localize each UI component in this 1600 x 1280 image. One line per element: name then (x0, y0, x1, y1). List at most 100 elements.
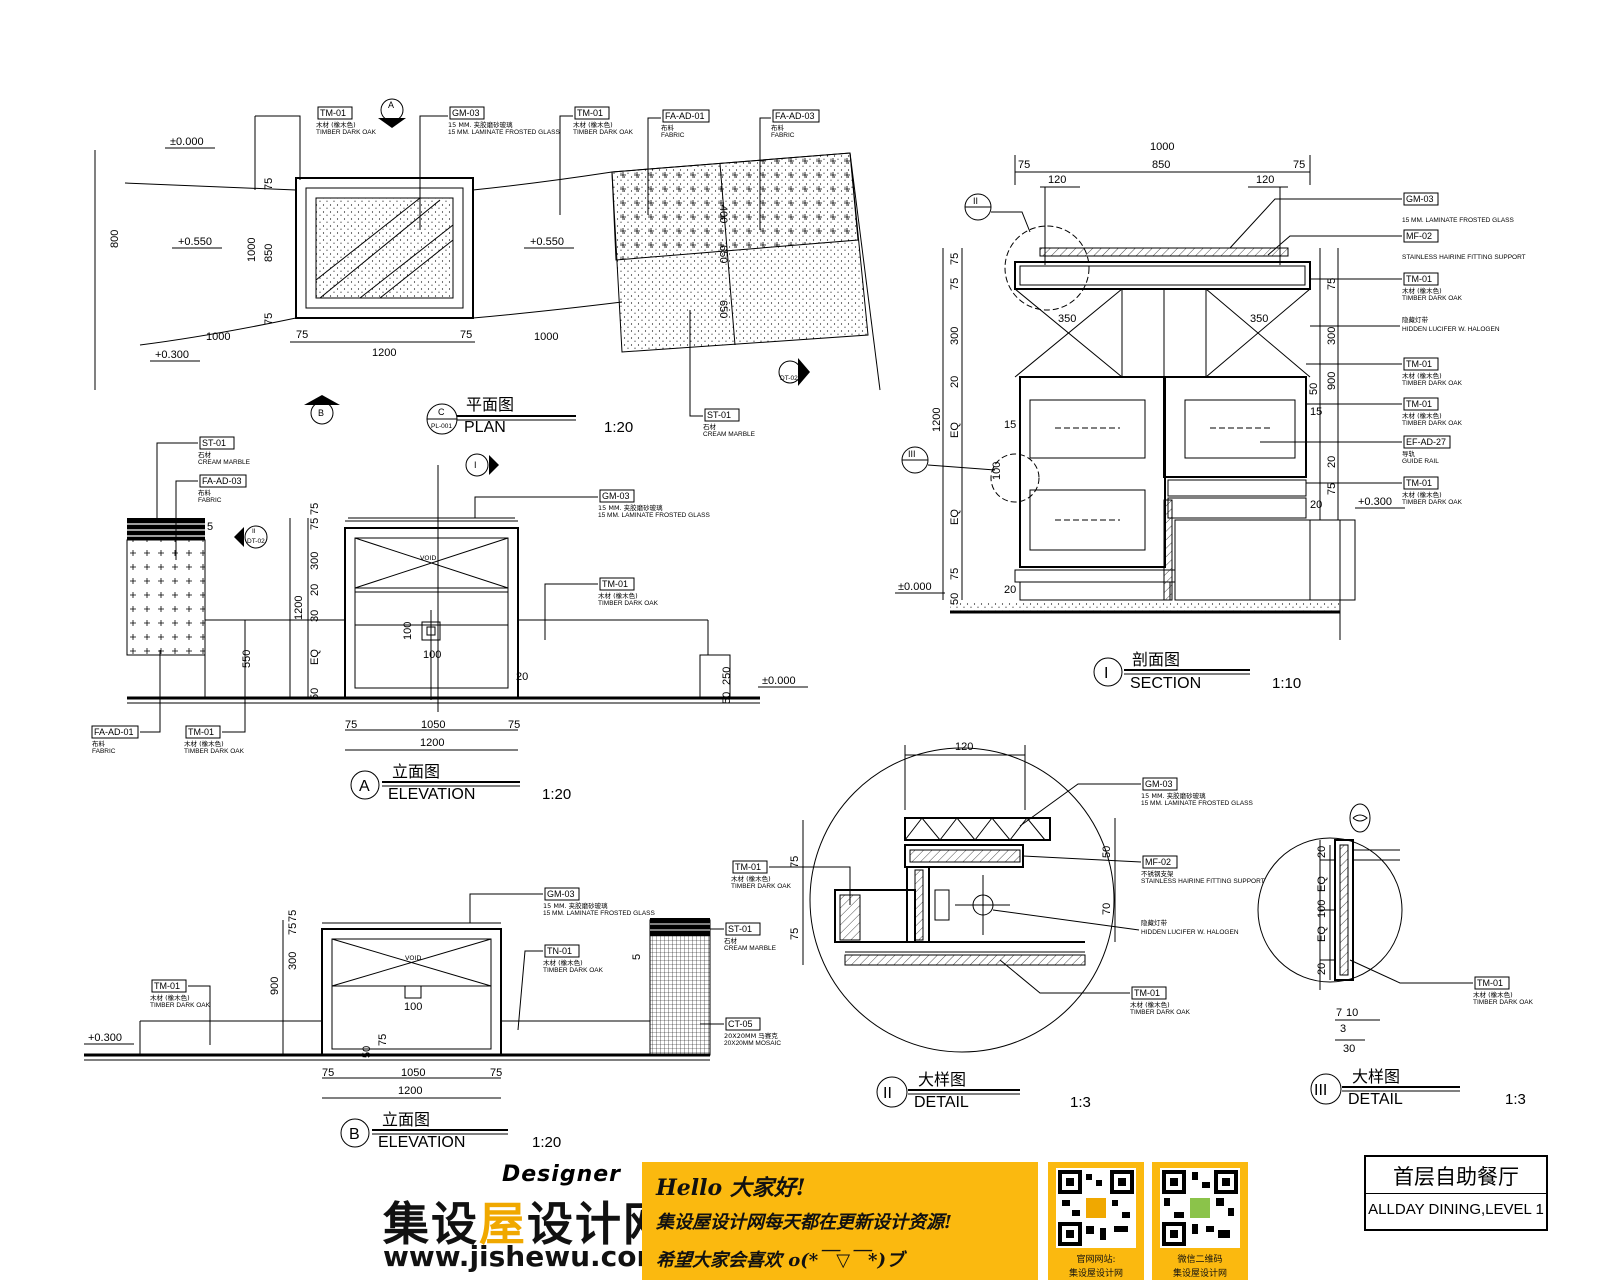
svg-text:5: 5 (631, 954, 643, 960)
svg-text:TM-01: TM-01 (735, 862, 761, 872)
svg-text:EQ: EQ (949, 422, 961, 438)
svg-text:900: 900 (269, 977, 281, 995)
plan-level-3: +0.550 (530, 236, 564, 248)
svg-text:TM-01: TM-01 (1406, 399, 1432, 409)
detail-ii-view: 120 75 75 50 70 GM-03 15 MM. 夹胶磨砂玻璃 15 M… (731, 741, 1265, 1111)
svg-text:SECTION: SECTION (1130, 675, 1201, 692)
elev-b-level: +0.300 (88, 1032, 122, 1044)
svg-text:TIMBER DARK OAK: TIMBER DARK OAK (1402, 420, 1463, 427)
plan-dim-1000a: 1000 (206, 331, 230, 343)
svg-text:GM-03: GM-03 (1145, 779, 1173, 789)
section-callout-tm01-d: TM-01 木材 (橡木色) TIMBER DARK OAK (1306, 476, 1463, 506)
section-view: 1000 75 850 75 120 120 350 350 (895, 141, 1526, 692)
title-block: 首层自助餐厅 ALLDAY DINING,LEVEL 1 (1364, 1155, 1548, 1231)
svg-text:木材 (橡木色): 木材 (橡木色) (1402, 286, 1442, 295)
svg-text:STAINLESS HAIRINE FITTING SUPP: STAINLESS HAIRINE FITTING SUPPORT (1402, 254, 1526, 261)
svg-text:75: 75 (508, 719, 520, 731)
plan-dim-1000b: 1000 (246, 238, 258, 262)
detail-ii-callout-light: 隐藏灯带 HIDDEN LUCIFER W. HALOGEN (992, 909, 1239, 936)
svg-text:DT-02: DT-02 (780, 375, 798, 382)
plan-callout-st01: ST-01 石材 CREAM MARBLE (689, 310, 756, 438)
svg-text:立面图: 立面图 (392, 762, 440, 781)
svg-text:1000: 1000 (1150, 141, 1174, 153)
title-block-cn: 首层自助餐厅 (1393, 1165, 1519, 1189)
svg-text:100: 100 (402, 622, 414, 640)
svg-text:TM-01: TM-01 (320, 108, 346, 118)
svg-text:石材: 石材 (724, 936, 738, 945)
svg-text:GM-03: GM-03 (1406, 194, 1434, 204)
plan-dim-850: 850 (263, 244, 275, 262)
svg-text:20: 20 (1326, 456, 1338, 468)
svg-text:350: 350 (1250, 313, 1268, 325)
svg-text:50: 50 (361, 1046, 373, 1058)
section-callout-efad27: EF-AD-27 导轨 GUIDE RAIL (1260, 435, 1451, 465)
svg-text:FA-AD-03: FA-AD-03 (775, 111, 815, 121)
plan-callout-gm03: GM-03 15 MM. 夹胶磨砂玻璃 15 MM. LAMINATE FROS… (419, 106, 561, 230)
svg-text:50: 50 (949, 593, 961, 605)
site-url-link[interactable]: www.jishewu.com (383, 1240, 666, 1273)
svg-text:50: 50 (1308, 383, 1320, 395)
elev-a-level: ±0.000 (762, 675, 796, 687)
svg-text:布料: 布料 (92, 739, 106, 748)
qr-code-icon (1056, 1168, 1136, 1248)
plan-callout-tm01-a: TM-01 木材 (橡木色) TIMBER DARK OAK (254, 106, 377, 190)
plan-callout-tm01-b: TM-01 木材 (橡木色) TIMBER DARK OAK (559, 106, 634, 215)
svg-text:15 MM. 夹胶磨砂玻璃: 15 MM. 夹胶磨砂玻璃 (448, 120, 513, 129)
svg-text:75: 75 (789, 928, 801, 940)
svg-text:EQ: EQ (949, 509, 961, 525)
svg-text:PL-001: PL-001 (431, 423, 452, 430)
elev-a-marker-ii[interactable]: II DT-02 (234, 525, 268, 549)
svg-text:15 MM. LAMINATE FROSTED GLASS: 15 MM. LAMINATE FROSTED GLASS (543, 910, 656, 917)
logo-designer-text: Designer (502, 1162, 621, 1187)
svg-text:120: 120 (955, 741, 973, 753)
svg-text:550: 550 (241, 650, 253, 668)
svg-text:TN-01: TN-01 (547, 946, 572, 956)
svg-text:TIMBER DARK OAK: TIMBER DARK OAK (150, 1002, 211, 1009)
plan-level-2: +0.550 (178, 236, 212, 248)
svg-text:1050: 1050 (401, 1067, 425, 1079)
promo-line-1: Hello 大家好! (656, 1175, 806, 1201)
svg-text:75: 75 (287, 923, 299, 935)
svg-text:I: I (474, 460, 477, 470)
elev-b-callout-gm03: GM-03 15 MM. 夹胶磨砂玻璃 15 MM. LAMINATE FROS… (469, 887, 656, 923)
svg-text:120: 120 (1048, 174, 1066, 186)
qr-wechat[interactable]: 微信二维码 集设屋设计网 (1152, 1162, 1248, 1280)
svg-text:1:10: 1:10 (1272, 675, 1301, 692)
section-marker-iii[interactable]: III (901, 446, 996, 474)
svg-text:B: B (318, 408, 324, 418)
plan-marker-dt02[interactable]: DT-02 (778, 358, 810, 386)
plan-dim-400: 400 (717, 205, 729, 223)
svg-text:A: A (388, 100, 394, 110)
plan-title: C PL-001 平面图 PLAN 1:20 (426, 395, 633, 436)
svg-text:75: 75 (1018, 159, 1030, 171)
svg-text:EQ: EQ (1316, 876, 1328, 892)
svg-text:III: III (1314, 1082, 1327, 1099)
svg-text:TIMBER DARK OAK: TIMBER DARK OAK (543, 967, 604, 974)
plan-marker-b[interactable]: B (304, 395, 340, 425)
elevation-a-view: VOID 75 75 300 20 30 EQ 50 1200 550 20 1… (91, 436, 808, 803)
svg-text:CREAM MARBLE: CREAM MARBLE (703, 431, 756, 438)
svg-text:CREAM MARBLE: CREAM MARBLE (724, 945, 777, 952)
svg-text:木材 (橡木色): 木材 (橡木色) (543, 958, 583, 967)
svg-text:300: 300 (1326, 327, 1338, 345)
svg-text:EQ: EQ (1316, 926, 1328, 942)
svg-text:布料: 布料 (771, 123, 785, 132)
svg-text:250: 250 (721, 667, 733, 685)
svg-text:50: 50 (721, 692, 733, 704)
plan-callout-faad01: FA-AD-01 布料 FABRIC (647, 109, 710, 215)
svg-text:木材 (橡木色): 木材 (橡木色) (1402, 371, 1442, 380)
svg-text:ST-01: ST-01 (707, 410, 731, 420)
svg-text:TM-01: TM-01 (188, 727, 214, 737)
svg-text:FABRIC: FABRIC (92, 748, 116, 755)
svg-text:木材 (橡木色): 木材 (橡木色) (316, 120, 356, 129)
svg-text:15 MM. 夹胶磨砂玻璃: 15 MM. 夹胶磨砂玻璃 (1141, 791, 1206, 800)
svg-text:100: 100 (404, 1001, 422, 1013)
section-marker-ii[interactable]: II (964, 193, 1031, 233)
elev-a-marker-i[interactable]: I (437, 453, 499, 712)
svg-text:HIDDEN LUCIFER W. HALOGEN: HIDDEN LUCIFER W. HALOGEN (1141, 929, 1239, 936)
svg-text:FA-AD-01: FA-AD-01 (665, 111, 705, 121)
plan-marker-a[interactable]: A (378, 98, 406, 128)
svg-text:1200: 1200 (293, 596, 305, 620)
qr-website[interactable]: 官网网站: 集设屋设计网 (1048, 1162, 1144, 1280)
svg-text:TIMBER DARK OAK: TIMBER DARK OAK (1130, 1009, 1191, 1016)
